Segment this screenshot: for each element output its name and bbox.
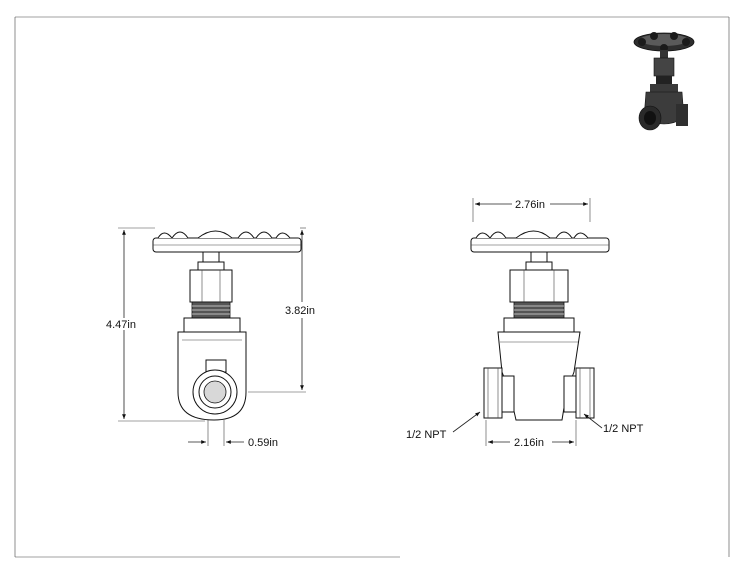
bonnet-nut-front — [509, 269, 569, 303]
sheet-border — [14, 16, 730, 558]
bonnet-threads-side — [191, 301, 231, 319]
dimension-stem-height: 3.82in — [248, 227, 315, 393]
right-thread-label: 1/2 NPT — [603, 423, 644, 435]
gate-valve-3d-preview-icon — [633, 32, 695, 131]
right-port-front — [563, 367, 595, 419]
handwheel-side — [152, 230, 302, 253]
handwheel-front — [470, 230, 610, 253]
dimension-overall-height: 4.47in — [106, 227, 205, 422]
overall-height-label: 4.47in — [106, 319, 136, 331]
stem-height-label: 3.82in — [285, 305, 315, 317]
dimension-body-width: 2.16in — [485, 420, 577, 449]
callout-left-thread: 1/2 NPT — [406, 411, 481, 441]
callout-right-thread: 1/2 NPT — [583, 413, 644, 435]
left-thread-label: 1/2 NPT — [406, 429, 447, 441]
left-port-front — [483, 367, 515, 419]
handwheel-width-label: 2.76in — [515, 199, 545, 211]
dimension-handwheel-width: 2.76in — [472, 198, 591, 222]
dimension-port-offset: 0.59in — [188, 420, 278, 449]
body-width-label: 2.16in — [514, 437, 544, 449]
port-offset-label: 0.59in — [248, 437, 278, 449]
valve-body-side — [177, 331, 247, 421]
valve-side-view — [152, 230, 302, 421]
bonnet-nut-side — [189, 269, 233, 303]
valve-front-view — [470, 230, 610, 421]
bonnet-threads-front — [513, 301, 565, 319]
